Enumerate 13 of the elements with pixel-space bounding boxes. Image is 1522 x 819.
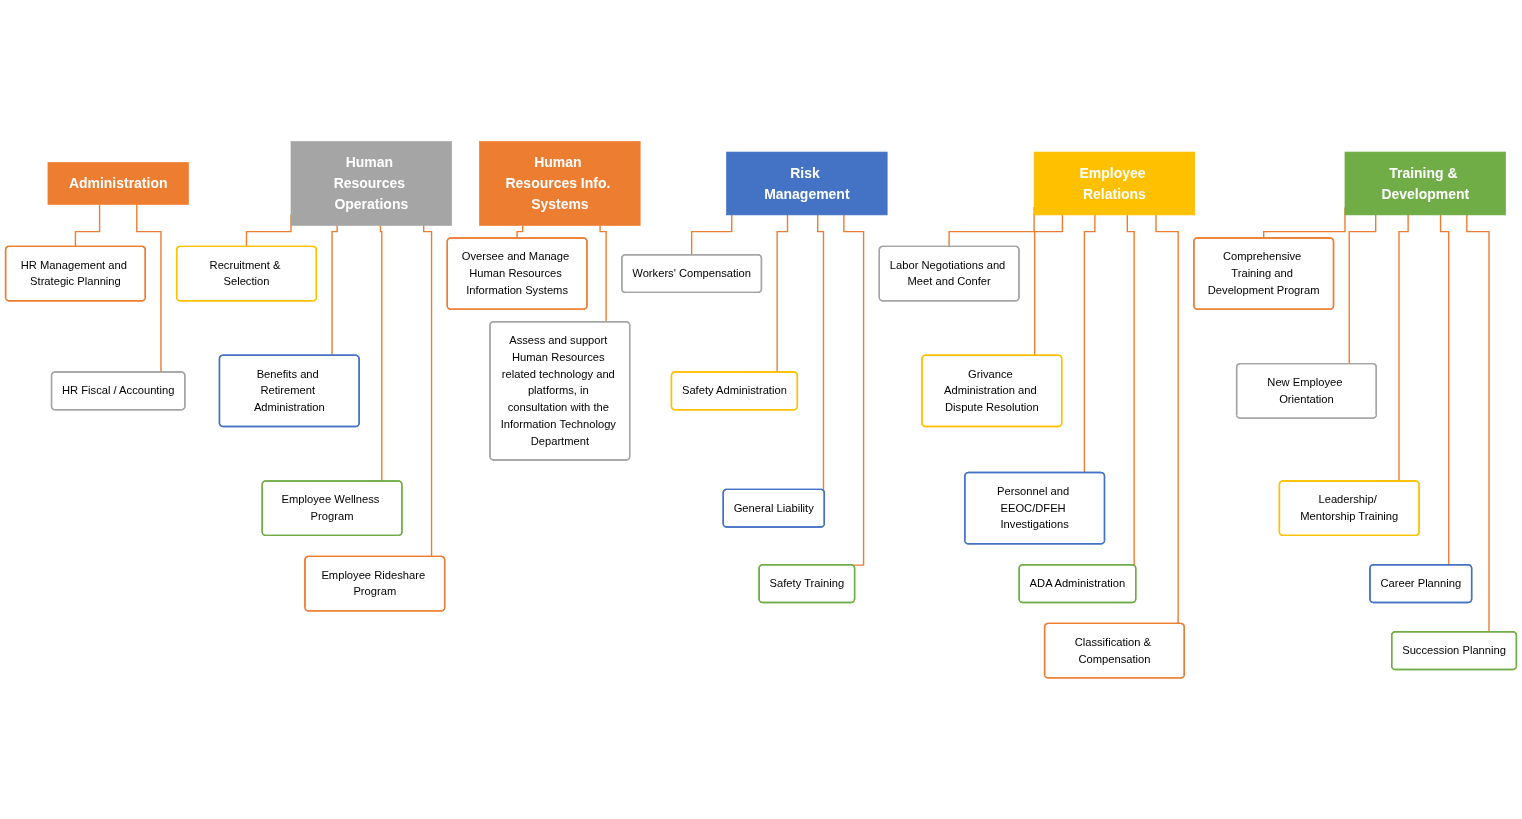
node-box: Employee Relations: [1033, 151, 1196, 215]
connector: [516, 224, 524, 239]
node-box: Risk Management: [726, 151, 888, 215]
node-box: Human Resources Info. Systems: [479, 141, 641, 226]
connector: [690, 213, 733, 256]
connector: [74, 203, 101, 248]
connector: [1466, 213, 1490, 633]
connector: [599, 224, 607, 323]
node-box: Human Resources Operations: [290, 141, 452, 226]
connector: [420, 224, 433, 558]
connector: [1155, 213, 1179, 625]
node-box: Administration: [47, 161, 189, 205]
node-box: Training & Development: [1344, 151, 1506, 215]
